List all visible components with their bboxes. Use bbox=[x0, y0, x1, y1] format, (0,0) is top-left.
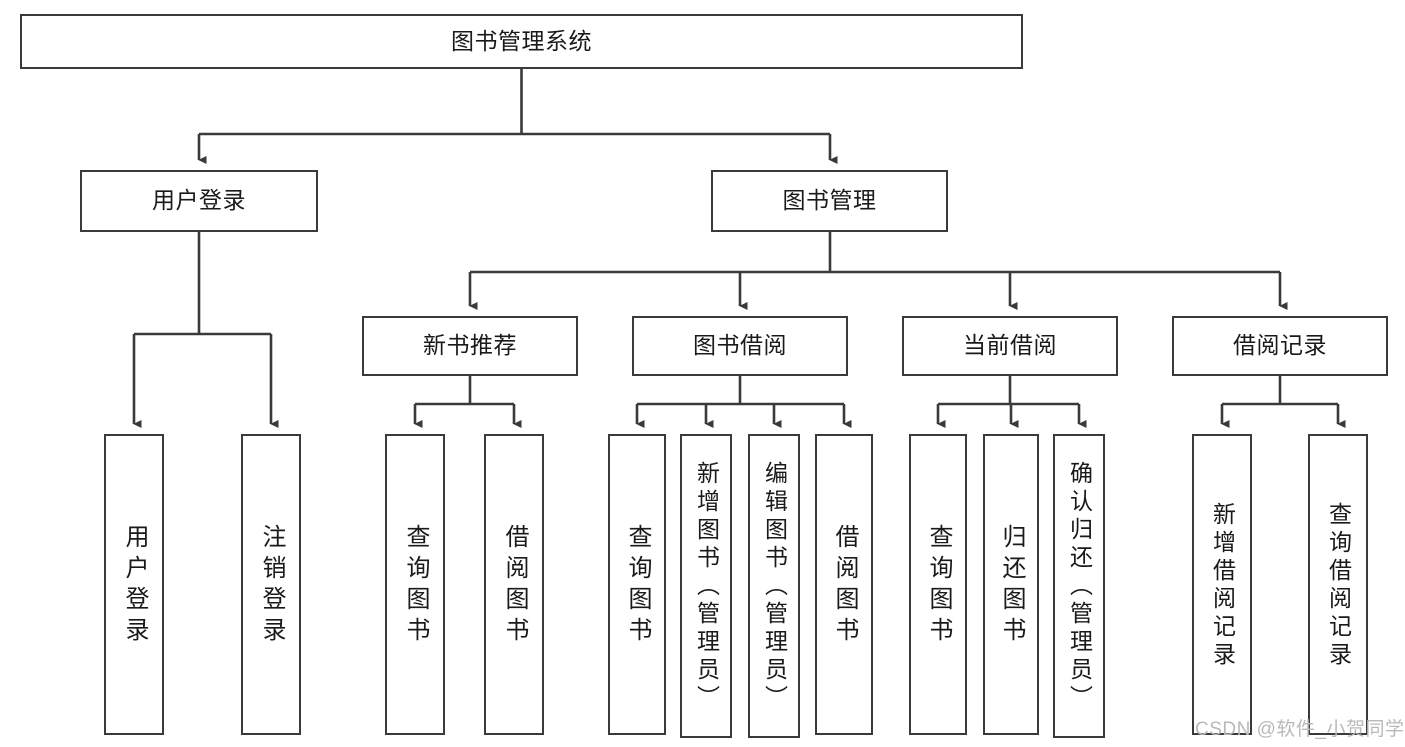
leaf-add-borrow-record-label: 新增借阅记录 bbox=[1209, 501, 1236, 670]
node-user-login-label: 用户登录 bbox=[152, 187, 246, 214]
leaf-query-book-recommend[interactable]: 查询图书 bbox=[385, 434, 445, 735]
leaf-confirm-return-admin[interactable]: 确认归还（管理员） bbox=[1053, 434, 1105, 738]
leaf-query-book-current-label: 查询图书 bbox=[925, 523, 952, 648]
node-book-management[interactable]: 图书管理 bbox=[711, 170, 948, 232]
leaf-query-book-borrow-label: 查询图书 bbox=[624, 523, 651, 648]
leaf-borrow-book-recommend[interactable]: 借阅图书 bbox=[484, 434, 544, 735]
leaf-add-book-admin[interactable]: 新增图书（管理员） bbox=[680, 434, 732, 738]
leaf-user-login[interactable]: 用户登录 bbox=[104, 434, 164, 735]
node-borrow-records[interactable]: 借阅记录 bbox=[1172, 316, 1388, 376]
node-borrow-records-label: 借阅记录 bbox=[1233, 332, 1327, 359]
node-new-book-recommend-label: 新书推荐 bbox=[423, 332, 517, 359]
node-new-book-recommend[interactable]: 新书推荐 bbox=[362, 316, 578, 376]
leaf-query-book-recommend-label: 查询图书 bbox=[402, 523, 429, 648]
leaf-query-book-borrow[interactable]: 查询图书 bbox=[608, 434, 666, 735]
node-root-label: 图书管理系统 bbox=[451, 27, 592, 54]
leaf-borrow-book-borrow[interactable]: 借阅图书 bbox=[815, 434, 873, 735]
node-book-borrow[interactable]: 图书借阅 bbox=[632, 316, 848, 376]
leaf-user-logout[interactable]: 注销登录 bbox=[241, 434, 301, 735]
leaf-query-borrow-record[interactable]: 查询借阅记录 bbox=[1308, 434, 1368, 735]
leaf-query-borrow-record-label: 查询借阅记录 bbox=[1325, 501, 1352, 670]
node-book-borrow-label: 图书借阅 bbox=[693, 332, 787, 359]
leaf-add-book-admin-label: 新增图书（管理员） bbox=[693, 461, 720, 713]
leaf-add-borrow-record[interactable]: 新增借阅记录 bbox=[1192, 434, 1252, 735]
node-book-management-label: 图书管理 bbox=[782, 187, 877, 214]
leaf-user-login-label: 用户登录 bbox=[121, 523, 148, 648]
node-current-borrow[interactable]: 当前借阅 bbox=[902, 316, 1118, 376]
leaf-query-book-current[interactable]: 查询图书 bbox=[909, 434, 967, 735]
csdn-watermark: CSDN @软件_小贺同学 bbox=[1195, 719, 1405, 740]
node-user-login[interactable]: 用户登录 bbox=[80, 170, 318, 232]
leaf-confirm-return-admin-label: 确认归还（管理员） bbox=[1066, 461, 1093, 713]
leaf-borrow-book-recommend-label: 借阅图书 bbox=[501, 523, 528, 648]
leaf-return-book-label: 归还图书 bbox=[998, 523, 1025, 648]
leaf-user-logout-label: 注销登录 bbox=[258, 523, 285, 648]
leaf-borrow-book-borrow-label: 借阅图书 bbox=[831, 523, 858, 648]
node-root[interactable]: 图书管理系统 bbox=[20, 14, 1023, 69]
leaf-return-book[interactable]: 归还图书 bbox=[983, 434, 1039, 735]
leaf-edit-book-admin-label: 编辑图书（管理员） bbox=[761, 461, 788, 713]
leaf-edit-book-admin[interactable]: 编辑图书（管理员） bbox=[748, 434, 800, 738]
node-current-borrow-label: 当前借阅 bbox=[963, 332, 1057, 359]
